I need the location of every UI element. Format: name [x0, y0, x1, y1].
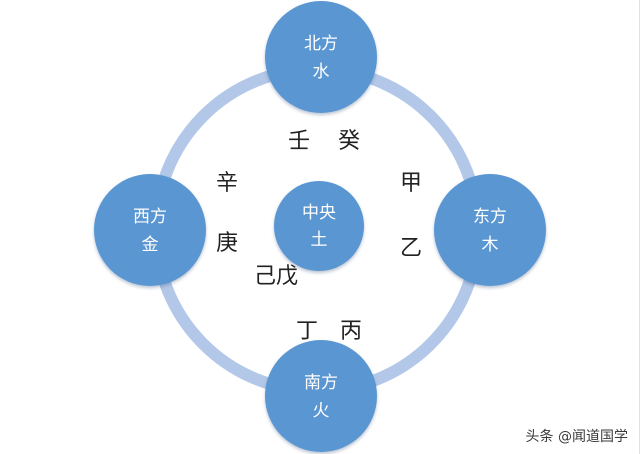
watermark: 头条 @闻道国学 [525, 429, 628, 445]
node-south-element: 火 [312, 401, 330, 421]
node-center-element: 土 [310, 230, 328, 250]
node-east-direction: 东方 [473, 207, 507, 227]
node-center-earth: 中央 土 [274, 181, 364, 271]
stem-gui: 癸 [338, 129, 361, 154]
stem-ren: 壬 [288, 129, 311, 154]
node-east-element: 木 [481, 235, 499, 255]
node-center-direction: 中央 [302, 203, 336, 223]
node-north-element: 水 [312, 62, 330, 82]
stem-ding: 丁 [296, 319, 319, 344]
node-west-metal: 西方 金 [94, 174, 206, 286]
node-west-element: 金 [141, 235, 159, 255]
node-west-direction: 西方 [133, 207, 167, 227]
stem-bing: 丙 [340, 319, 363, 344]
node-north-water: 北方 水 [265, 1, 377, 113]
stem-geng: 庚 [216, 231, 239, 256]
stem-yi: 乙 [400, 236, 423, 261]
stem-ji-wu: 己戊 [254, 264, 299, 289]
stem-jia: 甲 [400, 171, 423, 196]
stem-xin: 辛 [216, 171, 239, 196]
node-south-fire: 南方 火 [265, 340, 377, 452]
node-north-direction: 北方 [304, 34, 338, 54]
node-south-direction: 南方 [304, 373, 338, 393]
node-east-wood: 东方 木 [434, 174, 546, 286]
